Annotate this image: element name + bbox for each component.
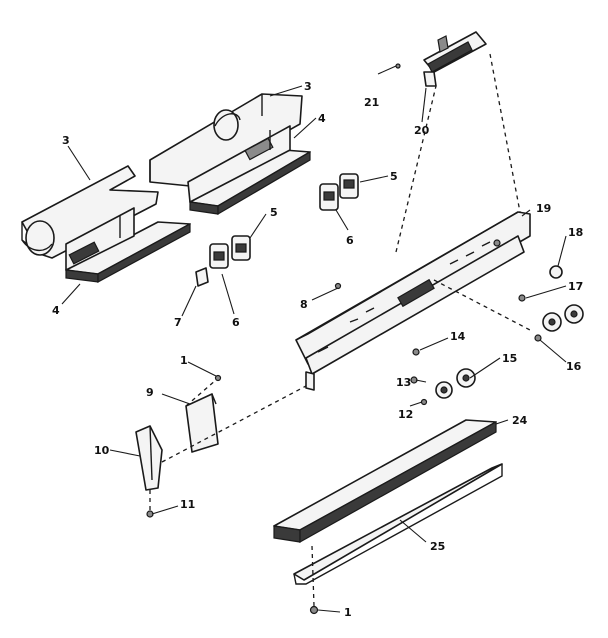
leader-lines xyxy=(61,65,567,613)
callout-17: 17 xyxy=(568,280,583,293)
callout-12: 12 xyxy=(398,408,413,421)
control-panel xyxy=(295,211,531,391)
callout-8: 8 xyxy=(300,298,308,311)
callout-9: 9 xyxy=(146,386,154,399)
bracket-left xyxy=(65,207,191,284)
side-panel-left xyxy=(21,165,159,259)
callout-6-right: 6 xyxy=(346,234,354,247)
callout-24: 24 xyxy=(512,414,528,427)
callout-6-left: 6 xyxy=(232,316,240,329)
callout-5-right: 5 xyxy=(390,170,398,183)
callout-19: 19 xyxy=(536,202,551,215)
callout-4-upper: 4 xyxy=(318,112,326,125)
mounting-bracket xyxy=(185,393,219,453)
bracket-right xyxy=(187,125,311,216)
small-hardware xyxy=(146,63,526,615)
trim-strip-upper xyxy=(273,419,497,544)
switch-clip-group-right xyxy=(319,173,359,211)
assembly-dashed-lines xyxy=(149,53,531,607)
callout-13: 13 xyxy=(396,376,411,389)
trim-strip-lower xyxy=(293,463,503,585)
callout-11: 11 xyxy=(180,498,195,511)
callout-25: 25 xyxy=(430,540,445,553)
end-trim xyxy=(135,425,163,491)
callout-1-lower: 1 xyxy=(344,606,352,619)
callout-18: 18 xyxy=(568,226,583,239)
side-panel-right xyxy=(149,93,303,187)
switch-assembly xyxy=(423,31,487,87)
callout-14: 14 xyxy=(450,330,466,343)
callout-21: 21 xyxy=(364,96,379,109)
callout-5-left: 5 xyxy=(270,206,278,219)
switch-clip-group-left xyxy=(195,235,251,287)
callout-10: 10 xyxy=(94,444,110,457)
callout-3-right: 3 xyxy=(304,80,312,93)
knob-set-lower xyxy=(435,368,476,399)
callout-7: 7 xyxy=(174,316,182,329)
callout-16: 16 xyxy=(566,360,582,373)
callout-3-left: 3 xyxy=(62,134,70,147)
callout-20: 20 xyxy=(414,124,430,137)
callout-15: 15 xyxy=(502,352,517,365)
knob-set-right xyxy=(534,265,584,342)
callout-4-lower: 4 xyxy=(52,304,60,317)
callout-1-upper: 1 xyxy=(180,354,188,367)
callout-labels: 3 3 4 4 5 5 6 6 7 8 1 9 10 11 12 13 14 1… xyxy=(52,80,583,619)
